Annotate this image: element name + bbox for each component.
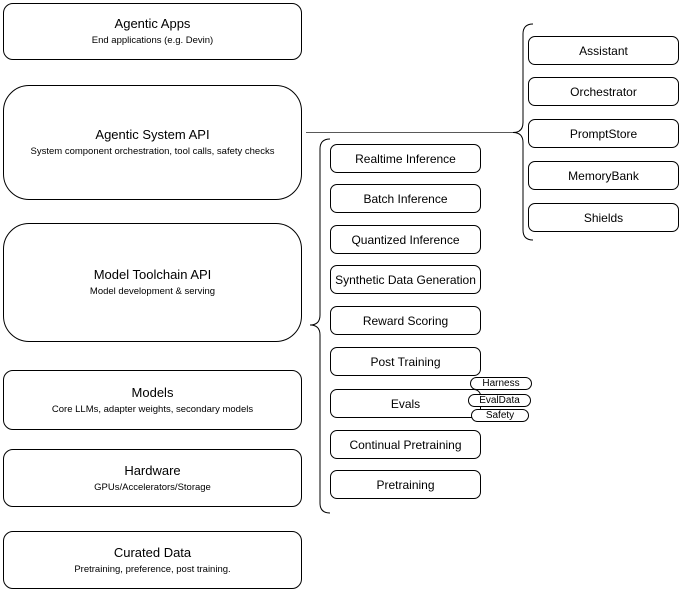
node-orchestrator[interactable]: Orchestrator: [528, 77, 679, 106]
node-label: Continual Pretraining: [349, 437, 462, 452]
node-label: Pretraining: [376, 477, 435, 492]
node-synthetic-data-generation[interactable]: Synthetic Data Generation: [330, 265, 481, 294]
node-label: Post Training: [370, 354, 441, 369]
node-post-training[interactable]: Post Training: [330, 347, 481, 376]
node-shields[interactable]: Shields: [528, 203, 679, 232]
node-title: Hardware: [124, 462, 181, 478]
toolchain-brace: [309, 138, 331, 514]
node-label: Shields: [583, 210, 624, 225]
node-batch-inference[interactable]: Batch Inference: [330, 184, 481, 213]
node-label: Reward Scoring: [362, 313, 449, 328]
node-models[interactable]: Models Core LLMs, adapter weights, secon…: [3, 370, 302, 430]
node-label: Quantized Inference: [351, 232, 460, 247]
tag-label: Safety: [485, 410, 515, 421]
node-continual-pretraining[interactable]: Continual Pretraining: [330, 430, 481, 459]
node-title: Model Toolchain API: [93, 267, 212, 282]
node-subtitle: GPUs/Accelerators/Storage: [94, 481, 211, 493]
tag-safety[interactable]: Safety: [471, 409, 529, 422]
node-agentic-system-api[interactable]: Agentic System API System component orch…: [3, 85, 302, 200]
node-subtitle: Core LLMs, adapter weights, secondary mo…: [51, 403, 254, 415]
tag-label: Harness: [482, 378, 520, 389]
node-label: Assistant: [579, 43, 628, 58]
node-evals[interactable]: Evals: [330, 389, 481, 418]
node-label: MemoryBank: [568, 168, 639, 183]
node-subtitle: Model development & serving: [89, 286, 216, 297]
tag-evaldata[interactable]: EvalData: [468, 394, 531, 407]
node-label: Batch Inference: [363, 191, 448, 206]
tag-label: EvalData: [479, 395, 520, 406]
node-title: Curated Data: [113, 544, 192, 560]
node-hardware[interactable]: Hardware GPUs/Accelerators/Storage: [3, 449, 302, 507]
node-reward-scoring[interactable]: Reward Scoring: [330, 306, 481, 335]
node-label: Evals: [390, 396, 421, 411]
node-agentic-apps[interactable]: Agentic Apps End applications (e.g. Devi…: [3, 3, 302, 60]
node-memorybank[interactable]: MemoryBank: [528, 161, 679, 190]
node-label: Orchestrator: [570, 84, 637, 99]
node-assistant[interactable]: Assistant: [528, 36, 679, 65]
node-title: Models: [131, 384, 174, 400]
node-pretraining[interactable]: Pretraining: [330, 470, 481, 499]
node-subtitle: End applications (e.g. Devin): [91, 35, 214, 46]
node-title: Agentic Apps: [114, 16, 191, 31]
node-subtitle: System component orchestration, tool cal…: [30, 146, 275, 157]
node-quantized-inference[interactable]: Quantized Inference: [330, 225, 481, 254]
node-title: Agentic System API: [95, 127, 210, 142]
node-promptstore[interactable]: PromptStore: [528, 119, 679, 148]
node-label: Synthetic Data Generation: [335, 272, 476, 287]
node-label: PromptStore: [569, 126, 638, 141]
node-subtitle: Pretraining, preference, post training.: [74, 563, 231, 575]
node-label: Realtime Inference: [355, 151, 456, 166]
node-model-toolchain-api[interactable]: Model Toolchain API Model development & …: [3, 223, 302, 342]
node-curated-data[interactable]: Curated Data Pretraining, preference, po…: [3, 531, 302, 589]
node-realtime-inference[interactable]: Realtime Inference: [330, 144, 481, 173]
tag-harness[interactable]: Harness: [470, 377, 532, 390]
